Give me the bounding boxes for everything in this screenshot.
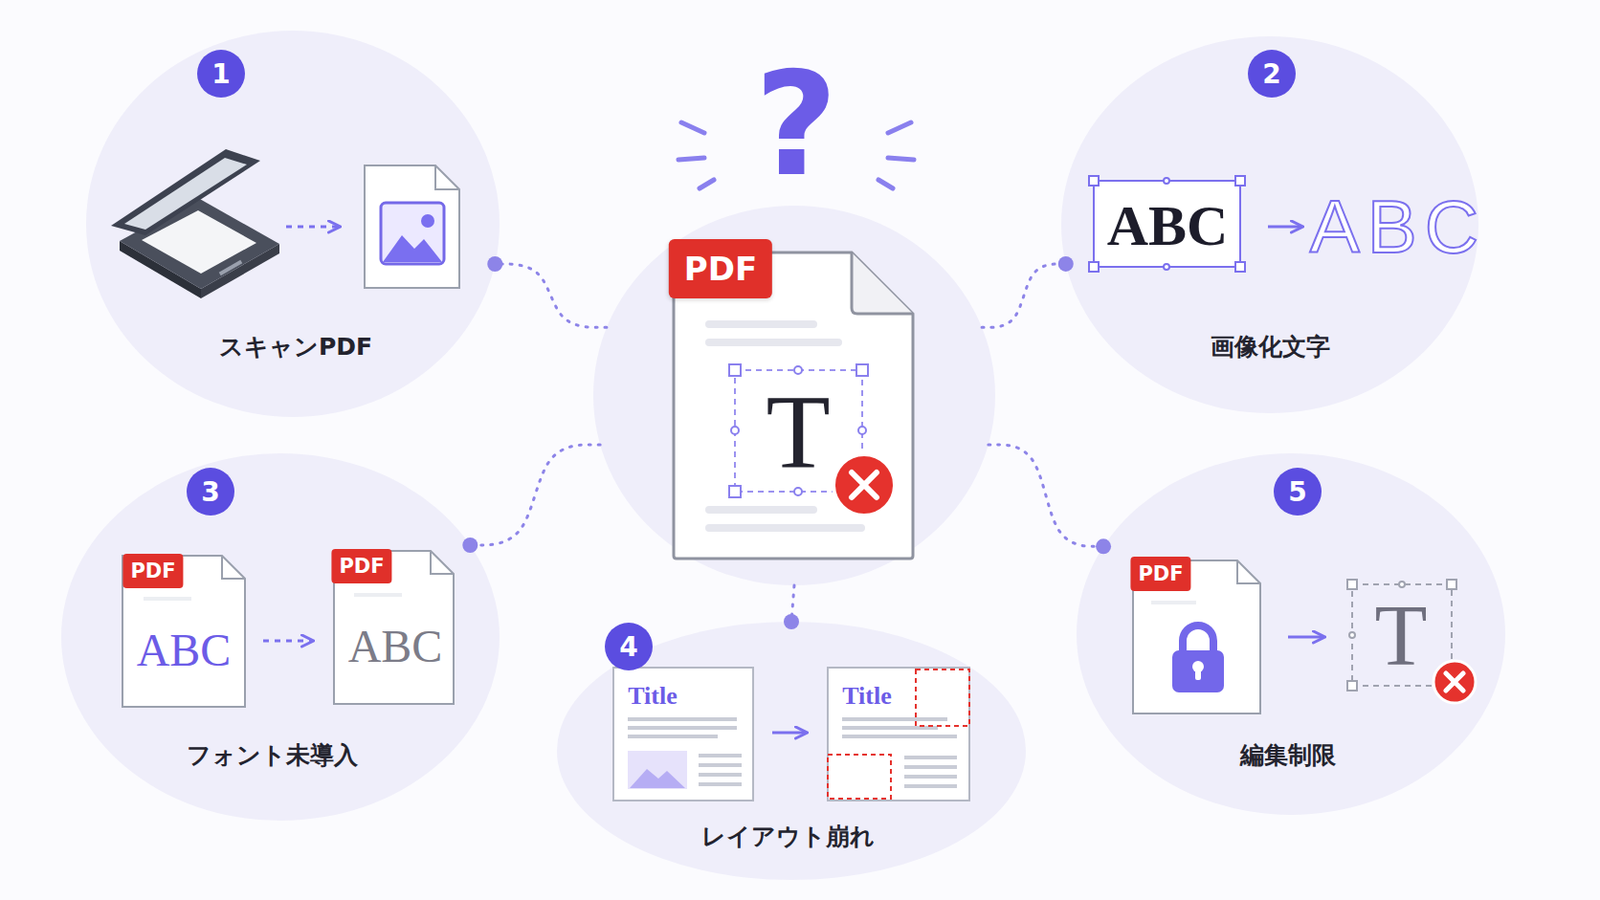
cause-label: 画像化文字	[1210, 331, 1331, 363]
file-badge: PDF	[331, 549, 392, 584]
text-glyph: T	[1375, 586, 1428, 686]
cause-circle: 5 編集制限	[1076, 453, 1506, 816]
callout-number: 4	[604, 622, 653, 671]
text-box-selection	[1088, 176, 1245, 272]
dotted-connector	[981, 264, 1067, 328]
callout-number: 5	[1273, 467, 1322, 516]
cause-label: 編集制限	[1240, 739, 1336, 772]
file-badge: PDF	[1130, 556, 1191, 592]
text-glyph: T	[765, 372, 830, 494]
connector-dot	[1058, 256, 1074, 272]
connector-dot	[487, 256, 503, 272]
page-title: Title	[842, 682, 892, 712]
sample-text: ABC	[1107, 193, 1229, 260]
callout-number: 2	[1247, 49, 1296, 98]
page-title: Title	[627, 682, 678, 712]
dotted-connector	[494, 264, 607, 328]
dotted-connector	[988, 444, 1104, 547]
arrow	[1267, 225, 1302, 229]
cause-circle: 4 レイアウト崩れ	[556, 622, 1026, 881]
center-circle: PDF T	[593, 205, 996, 586]
cause-label: レイアウト崩れ	[701, 821, 875, 853]
file-badge: PDF	[122, 554, 183, 589]
sample-text: ABC	[136, 623, 232, 677]
connector-dot	[1095, 538, 1112, 555]
connector-dot	[783, 614, 800, 630]
fallback-text: ABC	[348, 620, 444, 673]
dotted-connector	[469, 444, 600, 546]
file-badge: PDF	[668, 239, 773, 299]
callout-number: 1	[197, 49, 245, 98]
cause-label: スキャンPDF	[219, 331, 373, 363]
outlined-text: ABC	[1310, 183, 1487, 271]
callout-number: 3	[186, 467, 235, 516]
arrow	[1288, 636, 1324, 640]
cause-circle: 1 スキャンPDF	[86, 30, 500, 418]
center-document	[673, 252, 913, 559]
cause-label: フォント未導入	[186, 739, 358, 772]
arrow	[772, 732, 806, 735]
image-file-icon	[364, 165, 460, 289]
question-mark: ?	[754, 41, 838, 208]
connector-dot	[462, 537, 478, 554]
